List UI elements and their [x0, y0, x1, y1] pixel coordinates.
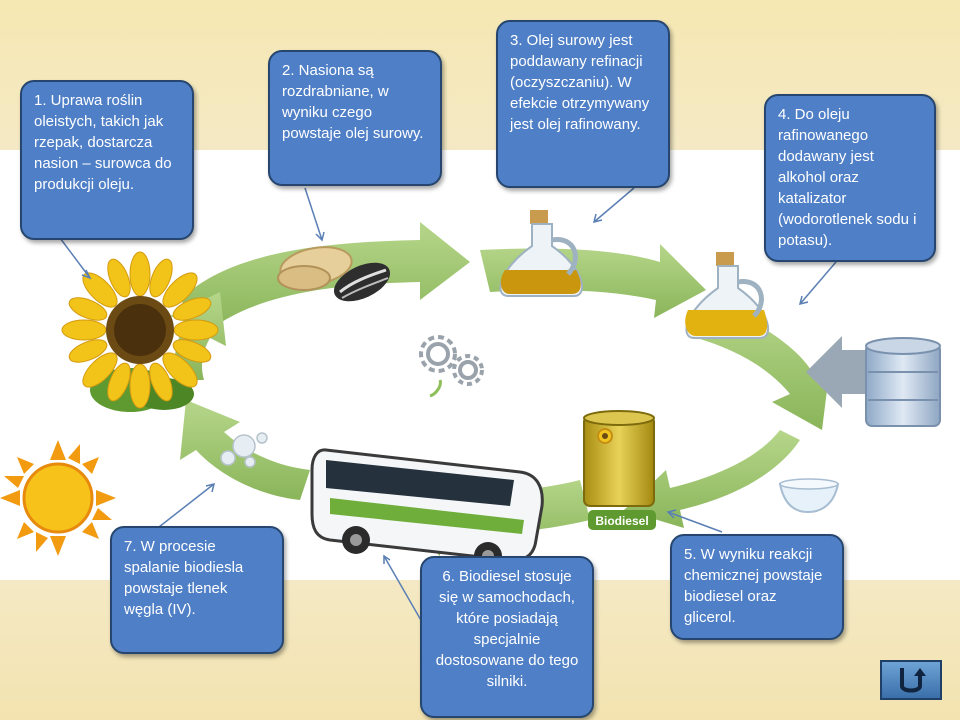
exhaust-bubbles-icon — [220, 432, 268, 468]
step-5-text: 5. W wyniku reakcji chemicznej powstaje … — [684, 546, 823, 626]
step-1-text: 1. Uprawa roślin oleistych, takich jak r… — [34, 92, 172, 193]
step-7-text: 7. W procesie spalanie biodiesla powstaj… — [124, 538, 244, 618]
sun-icon — [0, 440, 116, 556]
input-arrow — [806, 336, 868, 408]
biodiesel-barrel-icon: Biodiesel — [583, 410, 656, 530]
step-3-text: 3. Olej surowy jest poddawany refinacji … — [510, 32, 650, 133]
bus-icon — [310, 448, 544, 570]
step-1-callout: 1. Uprawa roślin oleistych, takich jak r… — [20, 80, 194, 240]
step-5-callout: 5. W wyniku reakcji chemicznej powstaje … — [670, 534, 844, 640]
crude-oil-jug-icon — [499, 210, 584, 297]
seeds-icon — [277, 246, 391, 302]
step-6-callout: 6. Biodiesel stosuje się w samochodach, … — [420, 556, 594, 718]
step-4-callout: 4. Do oleju rafinowanego dodawany jest a… — [764, 94, 936, 262]
step-7-callout: 7. W procesie spalanie biodiesla powstaj… — [110, 526, 284, 654]
gears-icon — [419, 335, 484, 398]
glycerol-bowl-icon — [778, 478, 840, 514]
alcohol-drum-icon — [865, 337, 941, 427]
callout-pointers — [59, 187, 837, 623]
return-arrow-icon — [900, 668, 926, 693]
sunflower-icon — [61, 251, 219, 412]
step-3-callout: 3. Olej surowy jest poddawany refinacji … — [496, 20, 670, 188]
refined-oil-jug-icon — [685, 252, 770, 339]
step-2-text: 2. Nasiona są rozdrabniane, w wyniku cze… — [282, 62, 424, 142]
step-6-text: 6. Biodiesel stosuje się w samochodach, … — [435, 568, 579, 690]
step-4-text: 4. Do oleju rafinowanego dodawany jest a… — [778, 106, 917, 249]
step-2-callout: 2. Nasiona są rozdrabniane, w wyniku cze… — [268, 50, 442, 186]
biodiesel-label: Biodiesel — [595, 514, 648, 528]
return-button[interactable] — [880, 660, 942, 700]
